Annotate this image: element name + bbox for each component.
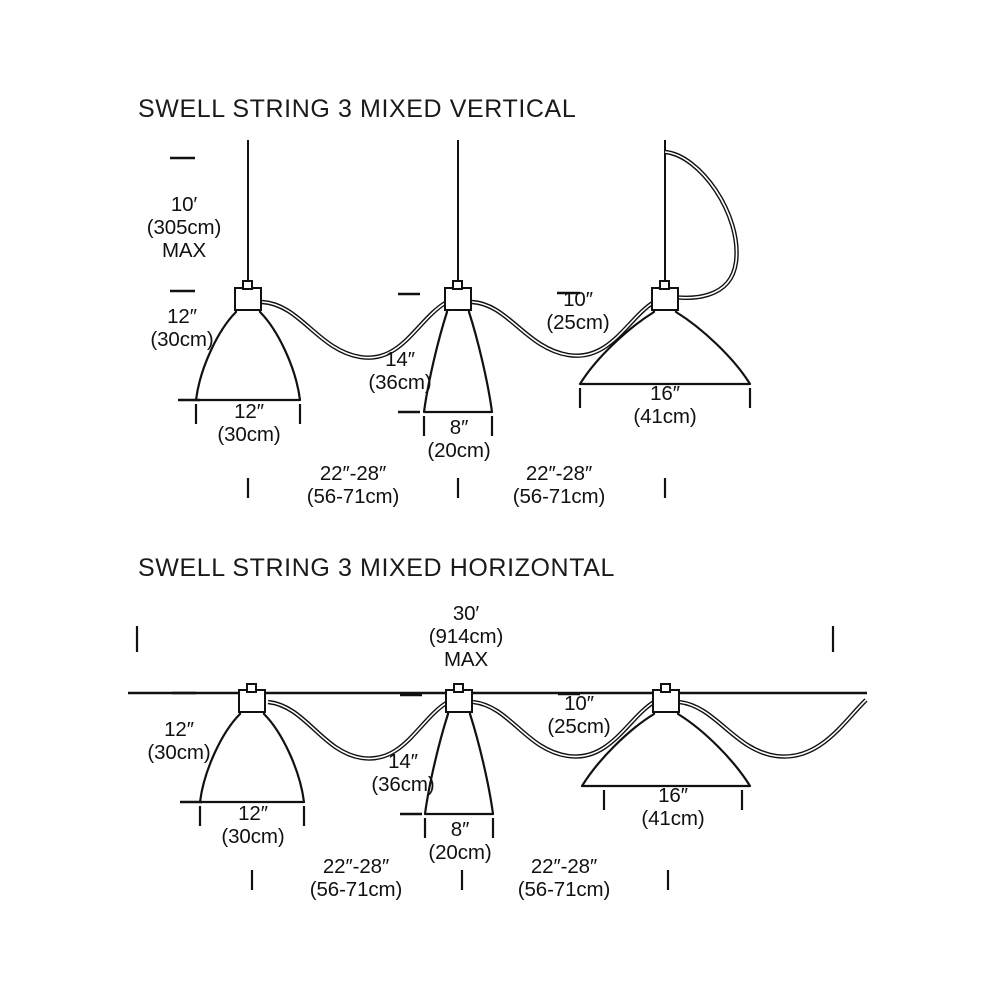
vertical-drop-max-label: 10′ (305cm) MAX [146, 193, 222, 262]
fixture-1-vertical [194, 280, 302, 402]
vertical-shade2-width-label: 8″ (20cm) [427, 416, 491, 462]
socket-housing-1 [234, 287, 262, 311]
cord-loop-top [664, 149, 739, 300]
vertical-shade1-width-label: 12″ (30cm) [217, 400, 281, 446]
vertical-shade1-height-label: 12″ (30cm) [150, 305, 214, 351]
h-socket-housing-3 [652, 689, 680, 713]
horizontal-spacing-right-label: 22″-28″ (56-71cm) [517, 855, 611, 901]
swag-cord-1-2 [261, 299, 449, 360]
vertical-shade3-height-label: 10″ (25cm) [546, 288, 610, 334]
h-swag-cord-1-2 [267, 699, 450, 761]
horizontal-section-title: SWELL STRING 3 MIXED HORIZONTAL [138, 554, 615, 582]
horizontal-shade3-width-label: 16″ (41cm) [641, 784, 705, 830]
fixture-2-vertical [422, 280, 494, 414]
h-swag-cord-end [678, 698, 868, 759]
socket-housing-3 [651, 287, 679, 311]
fixture-1-horizontal [198, 683, 306, 804]
fixture-2-horizontal [423, 683, 495, 816]
h-socket-housing-1 [238, 689, 266, 713]
horizontal-spacing-left-label: 22″-28″ (56-71cm) [309, 855, 403, 901]
vertical-shade2-height-label: 14″ (36cm) [368, 348, 432, 394]
socket-housing-2 [444, 287, 472, 311]
horizontal-span-max-label: 30′ (914cm) MAX [428, 602, 504, 671]
fixture-3-horizontal [580, 683, 752, 788]
horizontal-shade2-width-label: 8″ (20cm) [428, 818, 492, 864]
horizontal-shade2-height-label: 14″ (36cm) [371, 750, 435, 796]
horizontal-shade1-height-label: 12″ (30cm) [147, 718, 211, 764]
vertical-section-title: SWELL STRING 3 MIXED VERTICAL [138, 95, 577, 123]
horizontal-shade1-width-label: 12″ (30cm) [221, 802, 285, 848]
horizontal-diagram [128, 626, 868, 890]
fixture-3-vertical [578, 280, 752, 386]
vertical-shade3-width-label: 16″ (41cm) [633, 382, 697, 428]
h-socket-housing-2 [445, 689, 473, 713]
vertical-spacing-right-label: 22″-28″ (56-71cm) [512, 462, 606, 508]
swag-cord-2-3 [471, 299, 656, 358]
vertical-spacing-left-label: 22″-28″ (56-71cm) [306, 462, 400, 508]
h-swag-cord-2-3 [472, 699, 656, 759]
horizontal-shade3-height-label: 10″ (25cm) [547, 692, 611, 738]
vertical-diagram [170, 140, 752, 498]
